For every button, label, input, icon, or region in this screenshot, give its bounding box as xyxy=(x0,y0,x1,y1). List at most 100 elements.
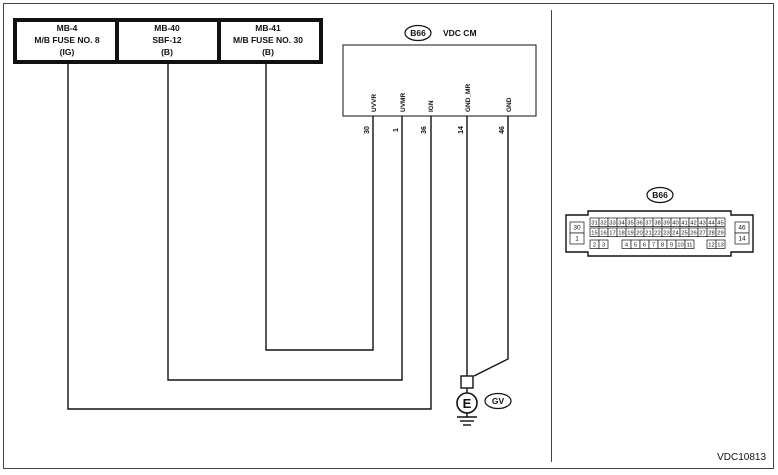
connector-pin-number: 14 xyxy=(738,236,746,243)
connector-view-badge xyxy=(646,186,674,204)
wire-ign xyxy=(67,62,432,410)
connector-pin: 37 xyxy=(643,217,654,227)
connector-pin-number: 11 xyxy=(686,242,692,248)
pin-signal: GND xyxy=(506,97,513,112)
connector-pin: 34 xyxy=(616,217,627,227)
connector-pin-number: 35 xyxy=(627,220,633,226)
ground-code-badge xyxy=(484,392,512,410)
connector-pin-number: 39 xyxy=(663,220,669,226)
fuse-id: MB-40 xyxy=(154,23,180,33)
connector-pin-number: 3 xyxy=(602,242,605,248)
connector-pin: 41 xyxy=(679,217,690,227)
connector-pin: 12 xyxy=(706,239,717,249)
connector-view-label: B66 xyxy=(652,190,668,200)
wires xyxy=(67,62,509,410)
pin-number: 14 xyxy=(458,126,465,134)
connector-pin-number: 26 xyxy=(690,230,696,236)
wire-gnd xyxy=(473,116,509,377)
connector-pin: 39 xyxy=(661,217,672,227)
connector-pin-cell xyxy=(598,239,609,249)
connector-pin: 27 xyxy=(697,227,708,237)
fuse-id: MB-41 xyxy=(255,23,281,33)
fuse-power-type: (IG) xyxy=(60,47,75,57)
ground-symbol-letter: E xyxy=(463,396,472,411)
diagram-frame xyxy=(3,3,774,469)
connector-pin-number: 25 xyxy=(681,230,687,236)
connector-pin: 14 xyxy=(734,232,750,245)
connector-pin: 2 xyxy=(589,239,600,249)
connector-pin: 10 xyxy=(675,239,686,249)
pin-number: 30 xyxy=(364,126,371,134)
connector-code-badge xyxy=(404,24,432,42)
connector-pin-number: 45 xyxy=(717,220,723,226)
connector-pin-cell xyxy=(684,239,695,249)
connector-pin: 33 xyxy=(607,217,618,227)
fuse-name: SBF-12 xyxy=(152,35,182,45)
connector-pin: 30 xyxy=(569,221,585,234)
connector-pin-number: 13 xyxy=(717,242,723,248)
connector-pin: 42 xyxy=(688,217,699,227)
connector-pin: 25 xyxy=(679,227,690,237)
connector-pin: 20 xyxy=(634,227,645,237)
connector-pin-number: 42 xyxy=(690,220,696,226)
pin-signal: UVVR xyxy=(371,94,378,112)
connector-pin-number: 9 xyxy=(670,242,673,248)
pin-signal: UVMR xyxy=(400,93,407,112)
vdc-module: B66 VDC CM UVVR UVMR IGN GND_MR GND 30 1… xyxy=(342,24,537,134)
connector-pin-cell xyxy=(569,232,585,245)
connector-pin: 21 xyxy=(643,227,654,237)
connector-pin-number: 7 xyxy=(652,242,655,248)
connector-pin-number: 20 xyxy=(636,230,642,236)
connector-pin: 44 xyxy=(706,217,717,227)
connector-pin: 29 xyxy=(715,227,726,237)
connector-pin: 35 xyxy=(625,217,636,227)
connector-pin-number: 6 xyxy=(643,242,646,248)
connector-pin: 9 xyxy=(666,239,677,249)
connector-pin: 40 xyxy=(670,217,681,227)
connector-pin: 1 xyxy=(569,232,585,245)
connector-pin: 8 xyxy=(657,239,668,249)
connector-pin: 5 xyxy=(630,239,641,249)
connector-pin-number: 33 xyxy=(609,220,615,226)
connector-pin-cell xyxy=(715,239,726,249)
connector-pin-number: 4 xyxy=(625,242,629,248)
connector-pin: 26 xyxy=(688,227,699,237)
connector-pin: 15 xyxy=(589,227,600,237)
connector-pin-number: 18 xyxy=(618,230,624,236)
connector-pin-number: 5 xyxy=(634,242,637,248)
connector-pin-number: 16 xyxy=(600,230,606,236)
module-name: VDC CM xyxy=(443,28,477,38)
connector-pin-number: 27 xyxy=(699,230,705,236)
connector-pin-number: 12 xyxy=(708,242,714,248)
connector-pin-number: 8 xyxy=(661,242,664,248)
connector-pin-number: 24 xyxy=(672,230,679,236)
connector-pin-number: 19 xyxy=(627,230,633,236)
ground-point: E GV xyxy=(456,375,512,426)
connector-pin: 31 xyxy=(589,217,600,227)
wire-uvvr xyxy=(265,62,374,351)
connector-pin-cell xyxy=(715,217,726,227)
connector-pin: 38 xyxy=(652,217,663,227)
connector-pin-number: 46 xyxy=(738,225,746,232)
connector-pin-number: 28 xyxy=(708,230,714,236)
connector-pin: 18 xyxy=(616,227,627,237)
connector-pin-cell xyxy=(734,232,750,245)
connector-code: B66 xyxy=(410,28,426,38)
connector-pin-number: 30 xyxy=(573,225,581,232)
connector-pin: 13 xyxy=(715,239,726,249)
connector-pin: 28 xyxy=(706,227,717,237)
fuse-power-type: (B) xyxy=(161,47,173,57)
connector-pin: 46 xyxy=(734,221,750,234)
connector-pin-number: 22 xyxy=(654,230,660,236)
fuse-mb-4: MB-4 M/B FUSE NO. 8 (IG) xyxy=(34,23,99,57)
fuse-block: MB-4 M/B FUSE NO. 8 (IG) MB-40 SBF-12 (B… xyxy=(13,18,323,64)
fuse-id: MB-4 xyxy=(57,23,78,33)
connector-pin-number: 1 xyxy=(575,236,579,243)
connector-pin: 32 xyxy=(598,217,609,227)
fuse-mb-41: MB-41 M/B FUSE NO. 30 (B) xyxy=(233,23,303,57)
ground-terminal xyxy=(460,375,474,389)
